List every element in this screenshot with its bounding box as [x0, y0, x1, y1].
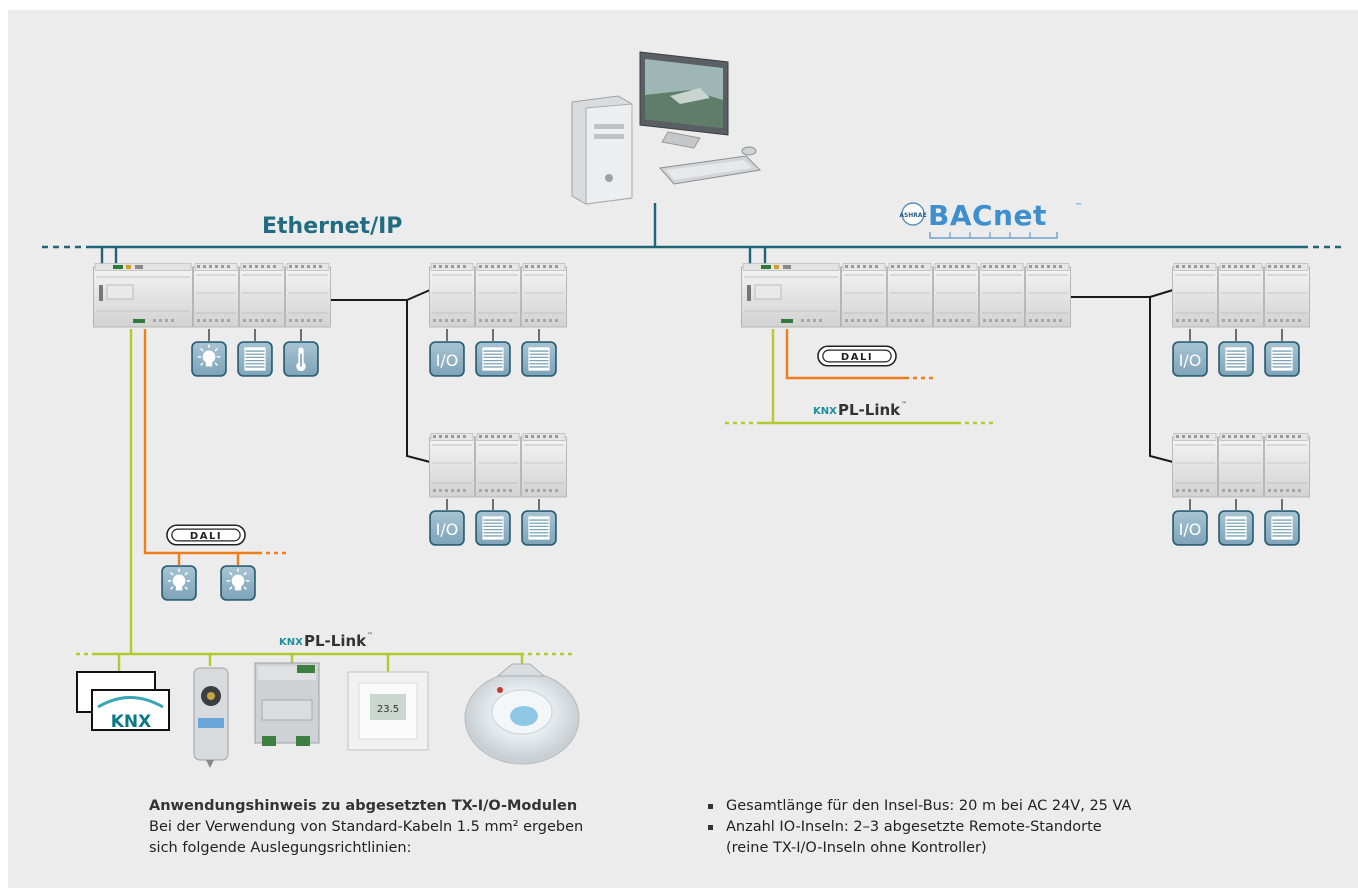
bacnet-label: BACnet: [928, 199, 1047, 232]
ethernet-label: Ethernet/IP: [262, 214, 402, 239]
svg-text:I/O: I/O: [1179, 520, 1202, 539]
ceiling-presence-detector-icon: [464, 663, 580, 765]
svg-text:DALI: DALI: [190, 531, 222, 542]
svg-text:I/O: I/O: [436, 351, 459, 370]
knx-pl-link-logo-left: KNX PL-Link ™: [279, 632, 373, 650]
svg-text:KNX: KNX: [111, 712, 152, 732]
island-bus-right: [1071, 296, 1174, 463]
svg-text:I/O: I/O: [1179, 351, 1202, 370]
controller-right: [741, 263, 1071, 328]
blind-icon: [521, 341, 557, 377]
svg-text:I/O: I/O: [436, 520, 459, 539]
thermometer-icon: [283, 341, 319, 377]
svg-text:DALI: DALI: [841, 352, 873, 363]
pl-link-bus-right: [725, 329, 993, 425]
pl-link-bus-left: [76, 329, 572, 672]
io-island-right-1: [1172, 263, 1310, 328]
blind-icon: [475, 341, 511, 377]
dali-bus-left: [143, 329, 286, 565]
io-island-left-2: [429, 433, 567, 498]
svg-text:23.5: 23.5: [377, 704, 399, 715]
room-thermostat-icon: 23.5: [347, 671, 429, 751]
svg-text:™: ™: [901, 401, 907, 408]
light-bulb-icon: [161, 565, 197, 601]
ethernet-backbone: [42, 203, 1346, 267]
io-island-left-1: [429, 263, 567, 328]
computer-workstation-icon: [571, 51, 762, 205]
island-bus-left: [331, 299, 431, 463]
bacnet-tm: ™: [1075, 202, 1082, 210]
controller-left: [93, 263, 331, 328]
ashrae-mark: ASHRAE: [899, 212, 926, 219]
io-island-right-2: [1172, 433, 1310, 498]
svg-text:PL-Link: PL-Link: [838, 401, 901, 419]
damper-actuator-icon: [193, 667, 229, 768]
svg-text:KNX: KNX: [279, 637, 303, 648]
svg-text:KNX: KNX: [813, 406, 837, 417]
blind-icon: [521, 510, 557, 546]
blind-icon: [1218, 510, 1254, 546]
blind-icon: [1264, 341, 1300, 377]
bacnet-logo: ASHRAE BACnet ™: [899, 199, 1082, 239]
io-module-icon: I/O: [429, 341, 465, 377]
dali-logo: DALI: [817, 345, 897, 367]
controller-module-icon: [254, 662, 320, 746]
blind-icon: [1218, 341, 1254, 377]
blind-icon: [475, 510, 511, 546]
dali-bus-right: [785, 329, 937, 380]
blind-icon: [1264, 510, 1300, 546]
svg-text:PL-Link: PL-Link: [304, 632, 367, 650]
blind-icon: [237, 341, 273, 377]
figure-panel: [8, 10, 1358, 888]
svg-text:™: ™: [367, 632, 373, 639]
io-module-icon: I/O: [1172, 341, 1208, 377]
light-bulb-icon: [220, 565, 256, 601]
light-bulb-icon: [191, 341, 227, 377]
io-module-icon: I/O: [429, 510, 465, 546]
knx-pl-link-logo-right: KNX PL-Link ™: [813, 401, 907, 419]
dali-logo: DALI: [166, 524, 246, 546]
io-module-icon: I/O: [1172, 510, 1208, 546]
knx-device-icon: KNX: [76, 671, 170, 732]
